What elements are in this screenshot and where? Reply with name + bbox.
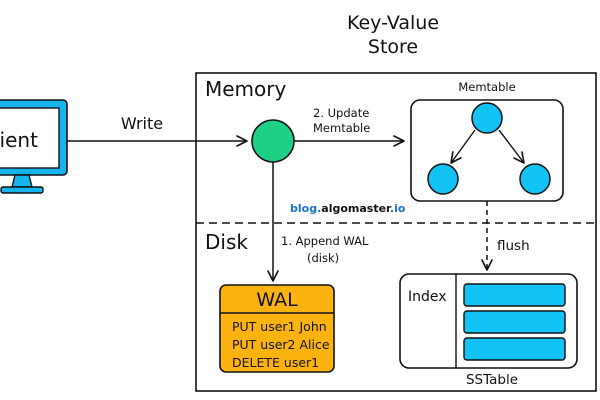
sstable-block-2 xyxy=(463,310,566,334)
store-outer-box xyxy=(195,72,597,392)
write-label: Write xyxy=(121,114,163,133)
sstable: Index SSTable xyxy=(399,273,578,388)
update-label-line-2: Memtable xyxy=(313,121,370,135)
wal-entry-1: PUT user1 John xyxy=(232,319,327,334)
client-label: lient xyxy=(0,128,38,152)
memtable-label: Memtable xyxy=(458,80,515,94)
wal-title: WAL xyxy=(256,289,298,311)
memtable-edge-right xyxy=(498,129,525,164)
wal-box: WAL PUT user1 John PUT user2 Alice DELET… xyxy=(219,284,335,373)
memory-region-label: Memory xyxy=(205,77,287,101)
title-line-1: Key-Value xyxy=(347,12,439,34)
disk-region-label: Disk xyxy=(205,230,248,254)
client-monitor-stand xyxy=(11,174,33,188)
watermark-prefix: blog. xyxy=(290,202,321,215)
sstable-block-1 xyxy=(463,283,566,307)
watermark: blog.algomaster.io xyxy=(290,202,406,215)
memtable-root-node xyxy=(471,102,503,134)
append-label-line-1: 1. Append WAL xyxy=(281,234,369,248)
watermark-brand: algomaster xyxy=(321,202,392,215)
append-label-line-2: (disk) xyxy=(307,251,339,265)
sstable-label: SSTable xyxy=(466,372,518,388)
sstable-index-label: Index xyxy=(408,289,447,305)
sstable-block-3 xyxy=(463,337,566,361)
watermark-suffix: .io xyxy=(390,202,406,215)
wal-entry-2: PUT user2 Alice xyxy=(232,337,330,352)
wal-entry-3: DELETE user1 xyxy=(232,355,319,370)
memtable: Memtable xyxy=(410,80,564,202)
memtable-edge-left xyxy=(450,129,476,164)
client-monitor-base xyxy=(0,186,44,194)
write-handler-node xyxy=(251,119,295,163)
title-line-2: Store xyxy=(368,36,418,58)
memtable-left-node xyxy=(427,163,459,195)
update-label-line-1: 2. Update xyxy=(313,106,369,120)
flush-label: flush xyxy=(497,238,530,254)
client-monitor-screen xyxy=(0,107,60,169)
wal-box-body xyxy=(219,284,335,373)
client-monitor: lient xyxy=(0,99,68,194)
memtable-right-node xyxy=(519,163,551,195)
